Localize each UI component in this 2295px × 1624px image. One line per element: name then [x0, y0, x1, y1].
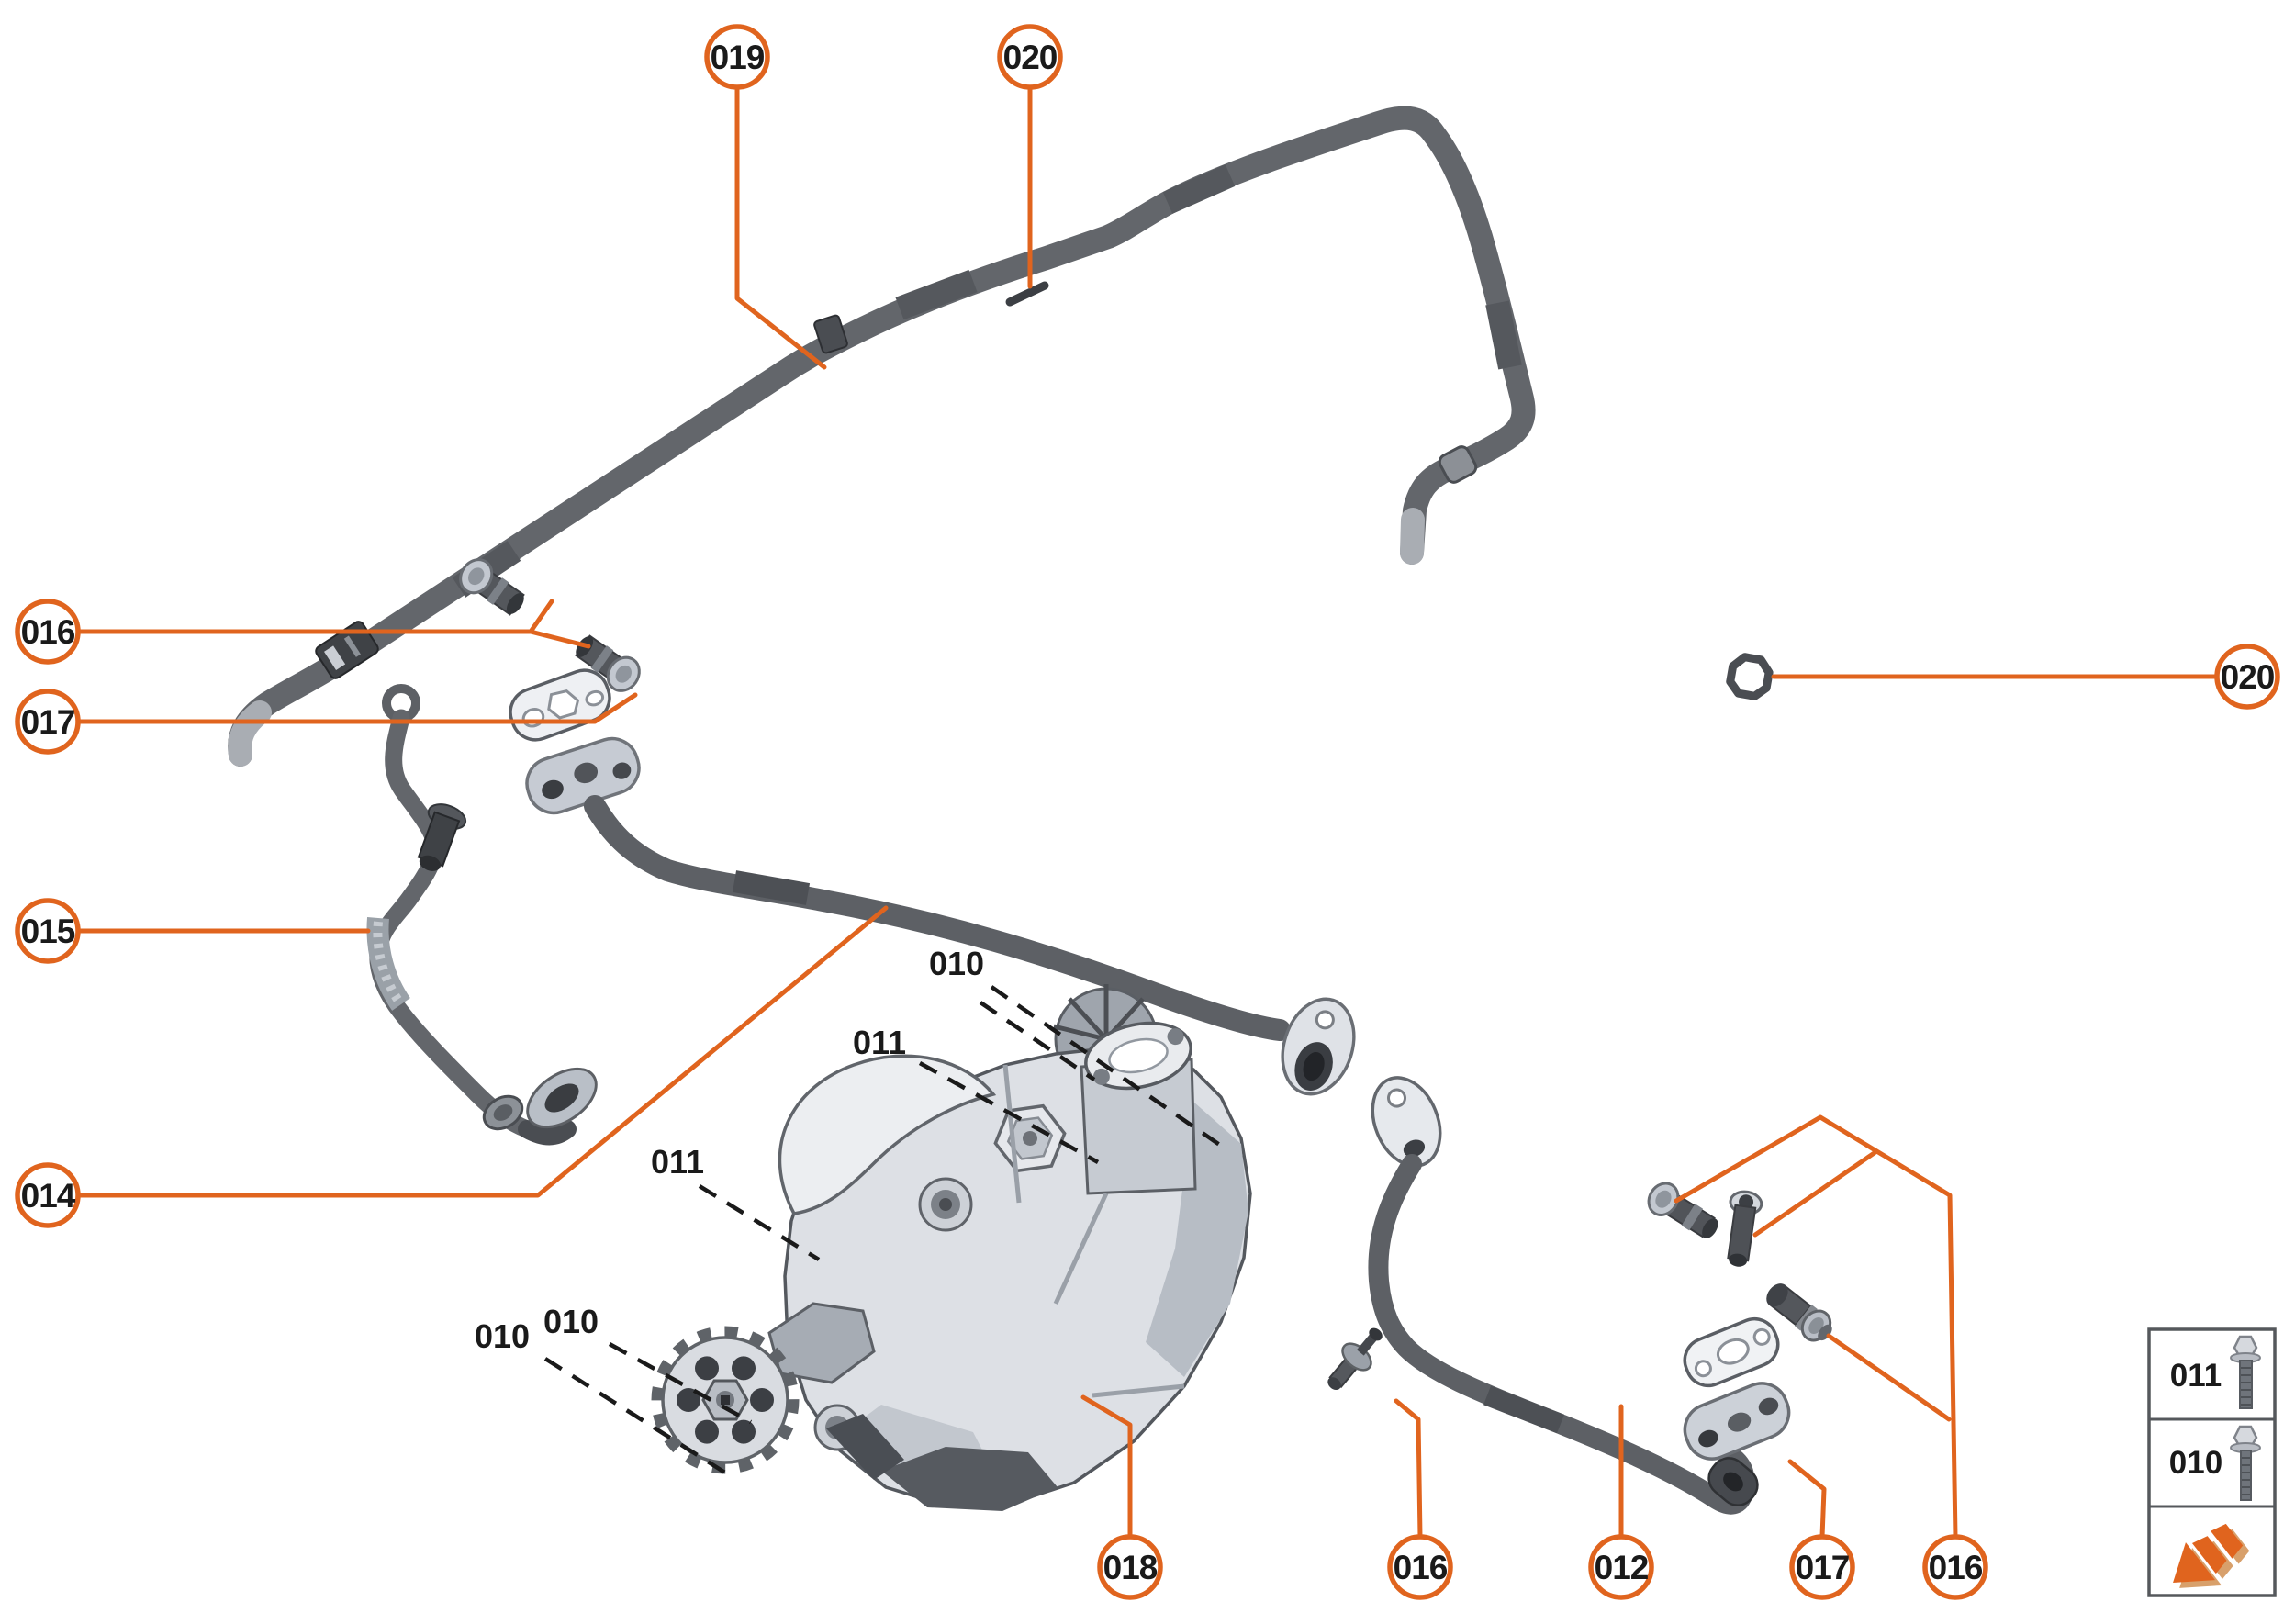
callout-014: 014 [15, 1162, 81, 1228]
leader-016-left [75, 599, 591, 649]
callout-019: 019 [704, 24, 770, 90]
part-019-hose [228, 106, 1536, 767]
flange-bolt-short-icon [2230, 1425, 2261, 1501]
part-020-pin-top [1005, 281, 1049, 307]
callout-018: 018 [1097, 1534, 1163, 1600]
callout-label: 020 [1003, 39, 1058, 76]
callout-label: 019 [711, 39, 765, 76]
callout-label: 012 [1595, 1549, 1649, 1586]
part-number-label-010: 010 [929, 945, 984, 982]
part-015-hose [366, 684, 598, 1146]
callout-label: 020 [2221, 658, 2275, 696]
parts-artwork [228, 106, 1832, 1515]
callout-016: 016 [1922, 1534, 1988, 1600]
dash-010-mid [608, 1342, 753, 1424]
callout-layer: 019 020 016 017 015 014 020 018 016 012 017 016 [15, 24, 2280, 1600]
callout-label: 016 [21, 613, 75, 651]
callout-label: 017 [21, 703, 75, 741]
dash-010-top-a [990, 985, 1223, 1148]
callout-circle [15, 1162, 81, 1228]
legend-row-label-010: 010 [2169, 1445, 2222, 1481]
leader-014 [75, 905, 889, 1198]
flange-bolt-long-icon [2230, 1335, 2261, 1409]
leader-016-right [1674, 1114, 1958, 1540]
pipe-012-top-flange [1371, 1076, 1442, 1168]
pump-spline-port [918, 1177, 973, 1232]
callout-circle [1097, 1534, 1163, 1600]
part-011-socket-bolt [1727, 1190, 1763, 1267]
pipe-012-banjo-end [1707, 1457, 1759, 1506]
leader-017-bottom [1787, 1459, 1827, 1540]
callout-017: 017 [1789, 1534, 1855, 1600]
callout-circle [15, 898, 81, 964]
callout-circle [1922, 1534, 1988, 1600]
callout-label: 016 [1929, 1549, 1983, 1586]
callout-circle [1789, 1534, 1855, 1600]
part-016-banjo-bolt-pair [1647, 1182, 1718, 1238]
legend-row-label-011: 011 [2170, 1358, 2222, 1394]
callout-017: 017 [15, 689, 81, 755]
callout-label: 014 [21, 1177, 76, 1215]
callout-label: 018 [1103, 1549, 1158, 1586]
part-017-gasket-left [509, 668, 611, 742]
pump-sprocket [651, 1326, 800, 1474]
leader-019 [734, 84, 827, 370]
dash-010-top-b [979, 1001, 1096, 1081]
part-number-label-010: 010 [475, 1317, 530, 1355]
hose-end-flange [526, 1067, 598, 1129]
callout-label: 017 [1796, 1549, 1850, 1586]
inline-label-layer: 010 011 011 010 010 [475, 945, 984, 1355]
callout-circle [1387, 1534, 1453, 1600]
dash-011-top [918, 1061, 1100, 1164]
callout-020: 020 [997, 24, 1063, 90]
part-016-bolt-upper [459, 558, 525, 616]
part-012-pipe [1327, 1076, 1759, 1515]
callout-015: 015 [15, 898, 81, 964]
hose-ring-coupler-icon [1438, 445, 1478, 484]
hex-fitting-icon [482, 1094, 524, 1131]
callout-circle [1588, 1534, 1654, 1600]
hose-connector-icon [315, 621, 379, 679]
leader-016-mid [1394, 1398, 1423, 1540]
part-018-pump [651, 984, 1252, 1511]
leader-018 [1080, 1394, 1133, 1540]
valve-fitting-icon [417, 803, 467, 871]
leader-017-left [75, 692, 638, 724]
callout-circle [15, 689, 81, 755]
callout-label: 016 [1394, 1549, 1448, 1586]
part-flange-bottom [1683, 1382, 1791, 1461]
legend-box: 011 010 [2147, 1327, 2277, 1597]
callout-020: 020 [2214, 644, 2280, 710]
callout-012: 012 [1588, 1534, 1654, 1600]
part-number-label-011: 011 [651, 1143, 704, 1181]
dash-011-left [698, 1184, 821, 1261]
part-number-label-011: 011 [853, 1024, 906, 1061]
part-number-label-010: 010 [543, 1303, 599, 1340]
leader-lines [75, 84, 2220, 1540]
callout-016: 016 [1387, 1534, 1453, 1600]
hose-clip-icon [813, 314, 848, 354]
pipe-014-end-flange [1281, 997, 1356, 1096]
callout-circle [704, 24, 770, 90]
dash-010-low [543, 1357, 733, 1478]
callout-circle [997, 24, 1063, 90]
dashed-reference-lines [543, 985, 1223, 1478]
callout-circle [15, 599, 81, 665]
direction-arrow-icon [2173, 1523, 2250, 1588]
callout-label: 015 [21, 913, 75, 950]
part-nipple-stud [1327, 1327, 1383, 1391]
callout-circle [2214, 644, 2280, 710]
part-017-gasket-bottom [1683, 1316, 1780, 1388]
callout-016: 016 [15, 599, 81, 665]
part-014-upper-flange [525, 736, 641, 815]
part-020-oring [1726, 653, 1774, 700]
